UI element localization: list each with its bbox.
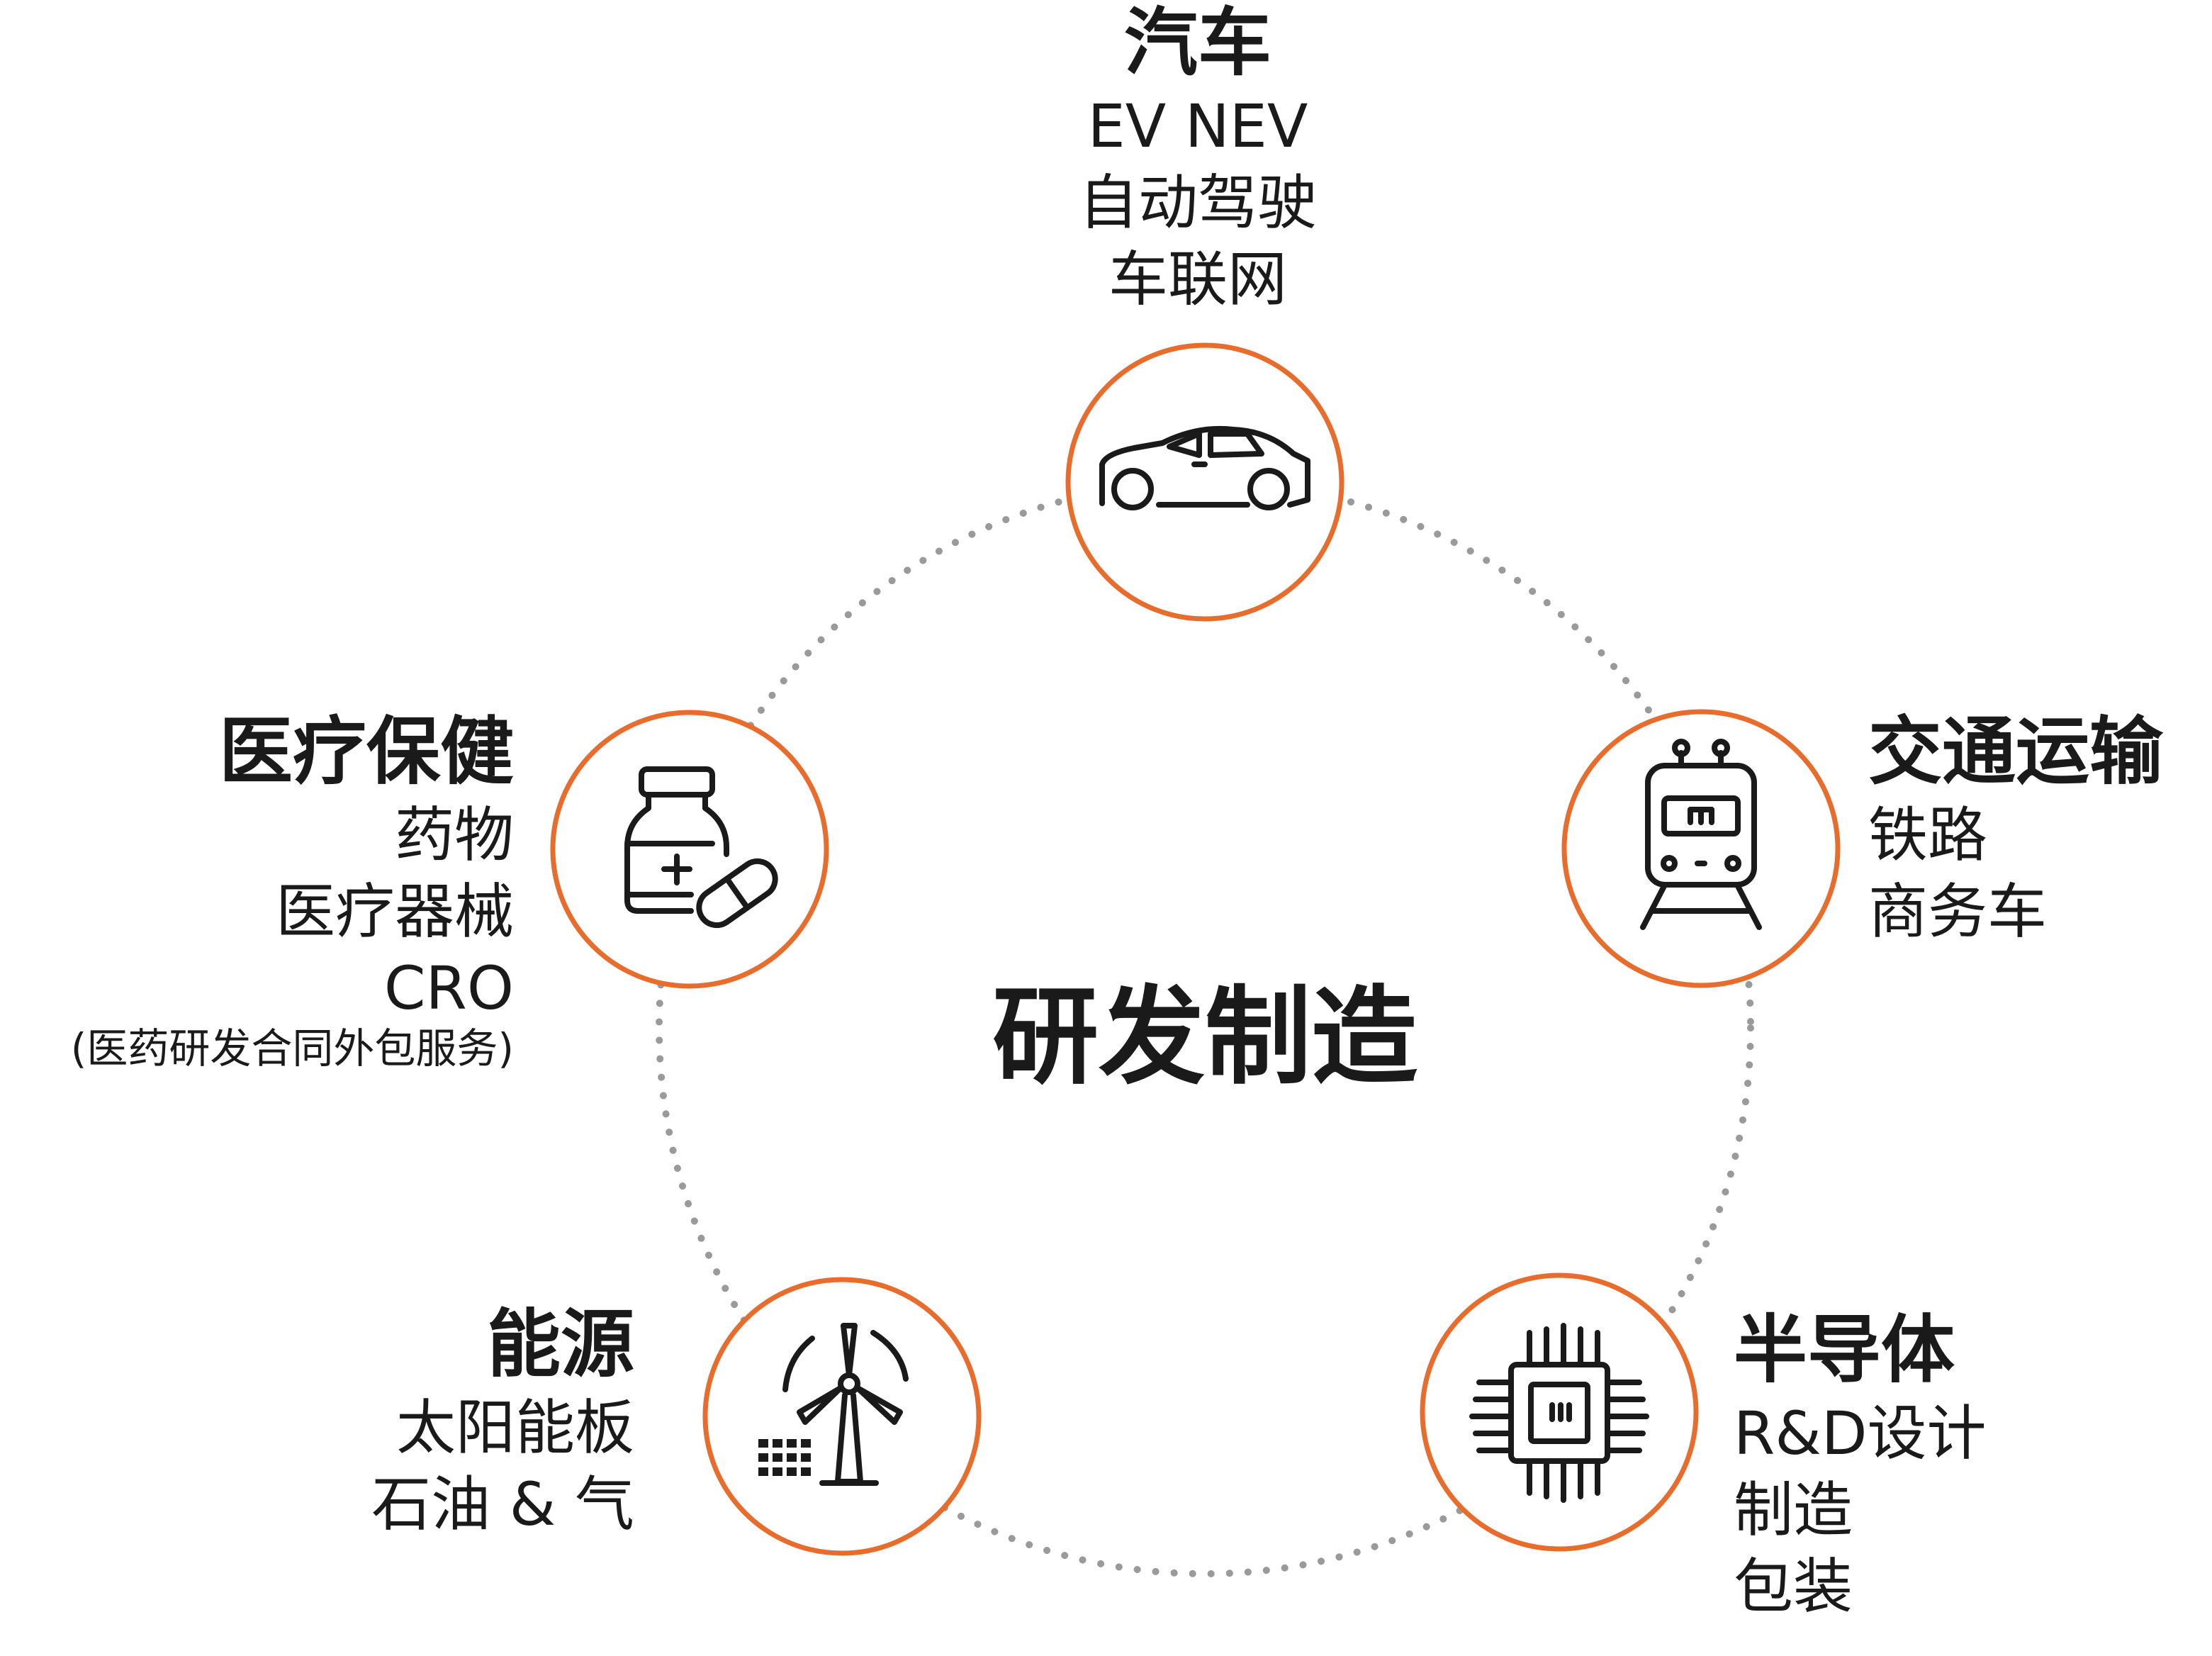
node-healthcare: [550, 710, 829, 989]
label-line: 太阳能板: [395, 1393, 634, 1462]
label-energy: 能源 太阳能板 石油 & 气: [371, 1307, 634, 1534]
label-title-semiconductor: 半导体: [1734, 1307, 1955, 1393]
label-transport: 交通运输 铁路 商务车: [1868, 715, 2163, 941]
label-title-automotive: 汽车: [1123, 0, 1272, 86]
chip-icon: [1469, 1323, 1649, 1503]
node-transport: [1561, 709, 1841, 988]
label-line: 医疗器械: [275, 877, 514, 946]
label-automotive: 汽车 EV NEV 自动驾驶 车联网: [1079, 6, 1317, 309]
center-title: 研发制造: [992, 975, 1418, 1100]
wind-turbine-icon: [758, 1323, 909, 1486]
label-line: CRO: [383, 953, 514, 1023]
car-icon: [1099, 425, 1310, 510]
label-note: (医药研发合同外包服务): [70, 1024, 514, 1073]
label-line: 铁路: [1868, 800, 1988, 870]
label-title-transport: 交通运输: [1868, 708, 2164, 795]
label-line: 包装: [1734, 1552, 1853, 1621]
node-ring-automotive: [1065, 342, 1344, 622]
node-ring-transport: [1561, 709, 1841, 988]
label-title-healthcare: 医疗保健: [218, 708, 514, 795]
label-line: 商务车: [1868, 877, 2048, 946]
node-automotive: [1065, 342, 1344, 622]
label-line: 制造: [1734, 1475, 1853, 1545]
node-ring-healthcare: [550, 710, 829, 989]
label-line: 车联网: [1108, 245, 1288, 314]
label-title-energy: 能源: [486, 1301, 634, 1387]
label-line: 药物: [394, 800, 514, 870]
medicine-bottle-icon: [624, 766, 778, 929]
train-icon: [1640, 739, 1762, 930]
node-energy: [702, 1277, 982, 1556]
label-line: 石油 & 气: [371, 1470, 634, 1539]
label-line: EV NEV: [1087, 91, 1308, 161]
label-semiconductor: 半导体 R&D设计 制造 包装: [1734, 1313, 1987, 1616]
node-semiconductor: [1420, 1272, 1699, 1552]
label-line: R&D设计: [1734, 1399, 1987, 1468]
label-line: 自动驾驶: [1078, 168, 1318, 237]
label-healthcare: 医疗保健 药物 医疗器械 CRO (医药研发合同外包服务): [71, 715, 514, 1069]
